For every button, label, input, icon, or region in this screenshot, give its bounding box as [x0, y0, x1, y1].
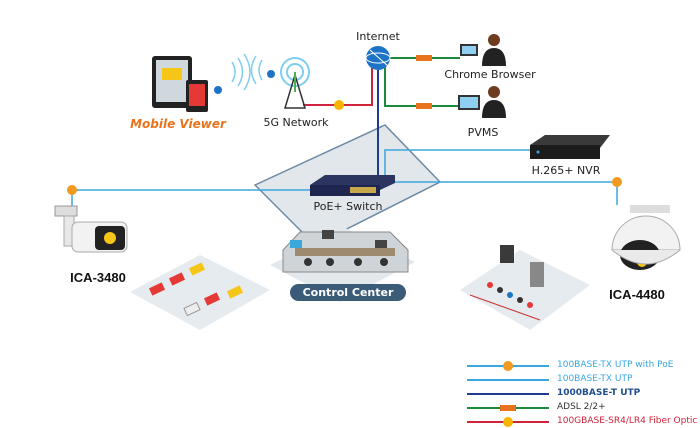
poe-badge [67, 177, 622, 195]
parking-lot-cars-icon [148, 262, 244, 317]
queue-scene-icon [469, 245, 544, 321]
switch-label: PoE+ Switch [313, 200, 383, 213]
control-center-room-icon [282, 230, 409, 273]
nvr-label: H.265+ NVR [531, 164, 601, 177]
bullet-camera-icon [54, 205, 128, 253]
mobile-devices-icon [152, 56, 208, 112]
pvms-label: PVMS [467, 126, 499, 139]
legend-lines [467, 361, 549, 427]
pvms-user-icon [458, 86, 506, 118]
chrome-browser-label: Chrome Browser [444, 68, 536, 81]
nvr-device-icon [530, 135, 610, 159]
adsl-badge [416, 55, 432, 109]
cell-tower-icon [280, 57, 310, 109]
legend-item-gigabit: 1000BASE-T UTP [557, 388, 641, 398]
dome-camera-icon [611, 205, 681, 270]
link-utp-nvr [384, 149, 530, 178]
camera-left-label: ICA-3480 [70, 270, 126, 285]
legend-badge-icon [503, 417, 513, 427]
legend-badge-icon [503, 361, 513, 371]
legend-item-utp: 100BASE-TX UTP [557, 374, 633, 384]
internet-globe-icon [365, 46, 391, 70]
camera-right-label: ICA-4480 [609, 287, 665, 302]
poe-switch-icon [310, 175, 395, 196]
link-adsl-pvms [384, 66, 460, 107]
legend-item-poe: 100BASE-TX UTP with PoE [557, 360, 674, 370]
control-center-label: Control Center [290, 284, 406, 301]
parking-lot-floor [130, 255, 270, 330]
chrome-browser-user-icon [460, 34, 506, 66]
legend-badge-icon [500, 405, 516, 411]
link-fiber-5g [303, 68, 373, 106]
legend-item-adsl: ADSL 2/2+ [557, 402, 606, 412]
queue-floor [460, 250, 590, 330]
5g-network-label: 5G Network [263, 116, 329, 129]
legend-item-fiber: 100GBASE-SR4/LR4 Fiber Optic [557, 416, 698, 426]
mobile-viewer-label: Mobile Viewer [130, 117, 226, 131]
internet-label: Internet [356, 30, 400, 43]
wireless-waves-icon [214, 53, 275, 94]
fiber-badge [334, 100, 344, 110]
